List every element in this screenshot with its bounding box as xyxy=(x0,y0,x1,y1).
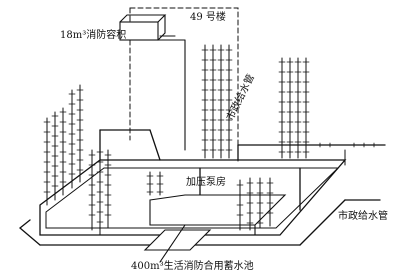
fire-water-tank xyxy=(119,14,186,151)
building-label: 49 号楼 xyxy=(190,12,226,23)
pump-room-label: 加压泵房 xyxy=(186,177,226,188)
fixture-ticks xyxy=(43,49,375,226)
municipal-main-label-lower: 市政给水管 xyxy=(338,211,388,222)
risers xyxy=(46,44,346,236)
fire-tank-label: 18m³消防容积 xyxy=(60,30,127,41)
storage-pool-label: 400m³生活消防合用蓄水池 xyxy=(131,261,254,272)
building-49-outline xyxy=(129,7,239,163)
pump-room-and-pool xyxy=(143,194,287,263)
